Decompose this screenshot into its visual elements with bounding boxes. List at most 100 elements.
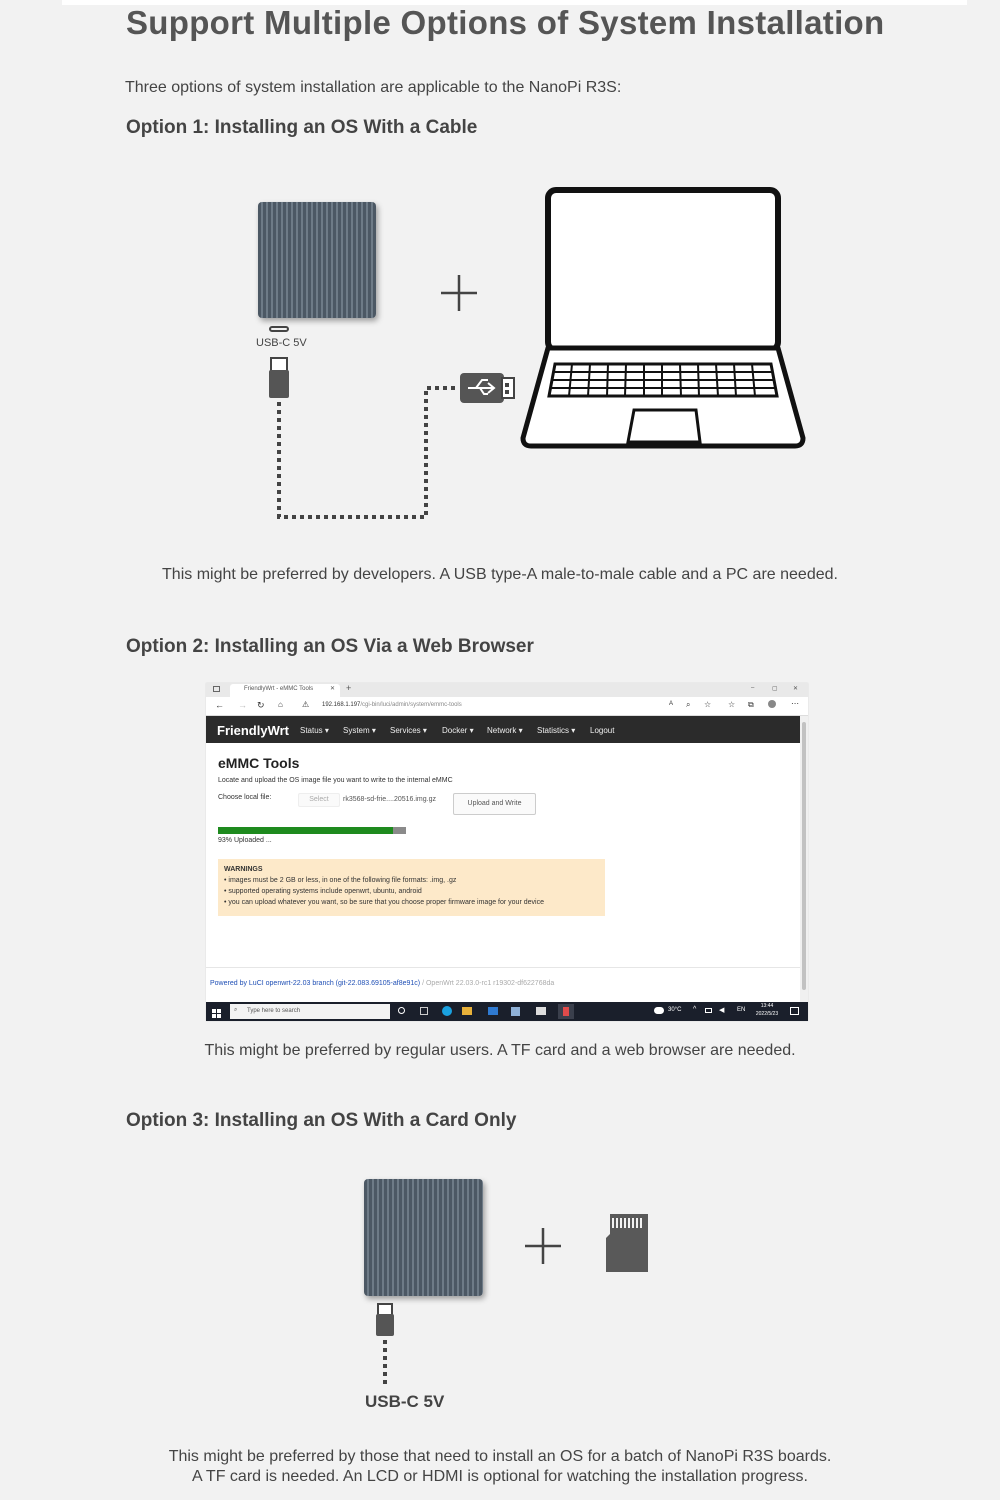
upload-progress-bar xyxy=(218,827,406,834)
url-host: 192.168.1.197 xyxy=(322,702,361,708)
selected-file-name: rk3568-sd-frie....20516.img.gz xyxy=(343,796,436,803)
cable-to-laptop-diagram xyxy=(269,187,806,519)
tab-actions-icon[interactable] xyxy=(213,686,220,692)
new-tab-icon[interactable]: + xyxy=(346,683,352,693)
option1-heading: Option 1: Installing an OS With a Cable xyxy=(126,117,478,138)
menu-docker[interactable]: Docker ▾ xyxy=(442,726,474,735)
usb-c-port-icon xyxy=(269,326,289,332)
menu-logout[interactable]: Logout xyxy=(590,726,615,735)
plus-icon xyxy=(441,275,477,311)
tf-card-icon xyxy=(606,1214,648,1272)
battery-icon[interactable] xyxy=(705,1008,712,1013)
windows-start-icon[interactable] xyxy=(212,1006,222,1018)
back-icon[interactable]: ← xyxy=(215,700,224,710)
warnings-box: WARNINGS • images must be 2 GB or less, … xyxy=(218,859,605,916)
usb-c-plug-icon xyxy=(269,357,289,398)
taskbar-search-box[interactable]: ⌕ Type here to search xyxy=(230,1004,390,1019)
more-menu-icon[interactable]: ⋯ xyxy=(791,699,799,708)
warning-item: • you can upload whatever you want, so b… xyxy=(224,899,544,906)
terminal-icon[interactable] xyxy=(536,1007,546,1015)
upload-progress-fill xyxy=(218,827,393,834)
emmc-tools-heading: eMMC Tools xyxy=(218,755,300,771)
network-app-icon[interactable] xyxy=(511,1007,520,1016)
nanopi-device-image xyxy=(364,1179,483,1296)
store-icon[interactable] xyxy=(488,1007,498,1015)
emmc-description: Locate and upload the OS image file you … xyxy=(218,777,453,784)
select-file-button[interactable]: Select xyxy=(298,793,340,807)
warnings-title: WARNINGS xyxy=(224,866,263,873)
laptop-icon xyxy=(520,187,806,449)
read-aloud-icon[interactable]: A xyxy=(669,701,674,707)
usb-c-plug-icon xyxy=(376,1303,394,1336)
usb-c-port-label: USB-C 5V xyxy=(365,1392,445,1411)
tray-expand-icon[interactable]: ^ xyxy=(693,1006,697,1013)
zoom-icon[interactable]: ⌕ xyxy=(686,700,691,709)
option1-caption: This might be preferred by developers. A… xyxy=(162,566,838,583)
tab-close-icon[interactable]: ✕ xyxy=(330,686,336,692)
page-footer: Powered by LuCI openwrt-22.03 branch (gi… xyxy=(206,967,800,1003)
browser-tab-bar: FriendlyWrt - eMMC Tools ✕ + – ▢ ✕ xyxy=(206,683,808,697)
refresh-icon[interactable]: ↻ xyxy=(257,700,265,710)
choose-file-label: Choose local file: xyxy=(218,794,272,801)
scrollbar-thumb[interactable] xyxy=(802,722,806,990)
weather-temp: 30°C xyxy=(668,1007,682,1013)
menu-network[interactable]: Network ▾ xyxy=(487,726,523,735)
menu-status[interactable]: Status ▾ xyxy=(300,726,329,735)
search-icon: ⌕ xyxy=(234,1007,238,1013)
menu-services[interactable]: Services ▾ xyxy=(390,726,427,735)
maximize-icon[interactable]: ▢ xyxy=(772,686,778,692)
not-secure-icon: ⚠ xyxy=(302,700,310,709)
option3-caption-line1: This might be preferred by those that ne… xyxy=(168,1448,832,1465)
language-indicator[interactable]: EN xyxy=(737,1007,746,1013)
nanopi-device-image xyxy=(258,202,376,318)
favorites-bar-icon[interactable]: ☆ xyxy=(728,700,736,709)
task-view-icon[interactable] xyxy=(420,1007,428,1015)
luci-footer-link[interactable]: Powered by LuCI openwrt-22.03 branch (gi… xyxy=(210,980,421,987)
upload-progress-text: 93% Uploaded ... xyxy=(218,837,272,844)
option3-caption-line2: A TF card is needed. An LCD or HDMI is o… xyxy=(191,1468,808,1485)
taskbar-search-placeholder: Type here to search xyxy=(247,1008,301,1014)
browser-tab[interactable] xyxy=(230,684,340,697)
usb-a-plug-icon xyxy=(460,373,515,403)
browser-screenshot: FriendlyWrt - eMMC Tools ✕ + – ▢ ✕ ← → ↻… xyxy=(206,683,808,1021)
cortana-icon[interactable] xyxy=(398,1007,405,1014)
url-path: /cgi-bin/luci/admin/system/emmc-tools xyxy=(360,702,462,708)
collections-icon[interactable]: ⧉ xyxy=(748,700,754,709)
intro-text: Three options of system installation are… xyxy=(125,79,622,96)
top-divider xyxy=(62,0,967,5)
volume-icon[interactable]: ◀ xyxy=(719,1007,725,1014)
browser-tab-title: FriendlyWrt - eMMC Tools xyxy=(244,686,314,692)
usb-c-port-label: USB-C 5V xyxy=(256,337,307,349)
card-only-diagram xyxy=(376,1214,648,1386)
friendlywrt-brand[interactable]: FriendlyWrt xyxy=(217,723,289,738)
minimize-icon[interactable]: – xyxy=(751,685,755,691)
weather-icon[interactable] xyxy=(654,1007,664,1014)
page-title: Support Multiple Options of System Insta… xyxy=(126,4,885,41)
option3-heading: Option 3: Installing an OS With a Card O… xyxy=(126,1110,517,1131)
clock-time[interactable]: 13:44 xyxy=(760,1003,774,1009)
menu-system[interactable]: System ▾ xyxy=(343,726,376,735)
option2-caption: This might be preferred by regular users… xyxy=(204,1042,796,1059)
window-close-icon[interactable]: ✕ xyxy=(793,686,799,692)
edge-icon[interactable] xyxy=(442,1006,452,1016)
favorite-icon[interactable]: ☆ xyxy=(704,700,712,709)
url-field[interactable]: 192.168.1.197/cgi-bin/luci/admin/system/… xyxy=(322,702,462,708)
openwrt-version: / OpenWrt 22.03.0-rc1 r19302-df622768da xyxy=(420,980,555,987)
plus-icon xyxy=(525,1228,561,1264)
friendlywrt-navbar: FriendlyWrt Status ▾ System ▾ Services ▾… xyxy=(206,716,800,743)
upload-and-write-button[interactable]: Upload and Write xyxy=(453,793,536,815)
home-icon[interactable]: ⌂ xyxy=(278,700,283,709)
file-explorer-icon[interactable] xyxy=(462,1007,472,1015)
profile-avatar[interactable] xyxy=(768,700,776,708)
forward-icon[interactable]: → xyxy=(238,700,247,710)
menu-statistics[interactable]: Statistics ▾ xyxy=(537,726,576,735)
warning-item: • images must be 2 GB or less, in one of… xyxy=(224,877,457,884)
option2-heading: Option 2: Installing an OS Via a Web Bro… xyxy=(126,636,534,657)
windows-taskbar: ⌕ Type here to search 30°C ^ ◀ EN 13:44 … xyxy=(206,1002,808,1021)
active-app-icon[interactable] xyxy=(558,1004,574,1019)
clock-date[interactable]: 2022/5/23 xyxy=(755,1011,779,1017)
notification-center-icon[interactable] xyxy=(790,1007,799,1015)
address-bar-row: ← → ↻ ⌂ ⚠ 192.168.1.197/cgi-bin/luci/adm… xyxy=(206,697,808,716)
page-scrollbar[interactable] xyxy=(800,716,808,1002)
usb-cable-icon xyxy=(277,386,458,519)
